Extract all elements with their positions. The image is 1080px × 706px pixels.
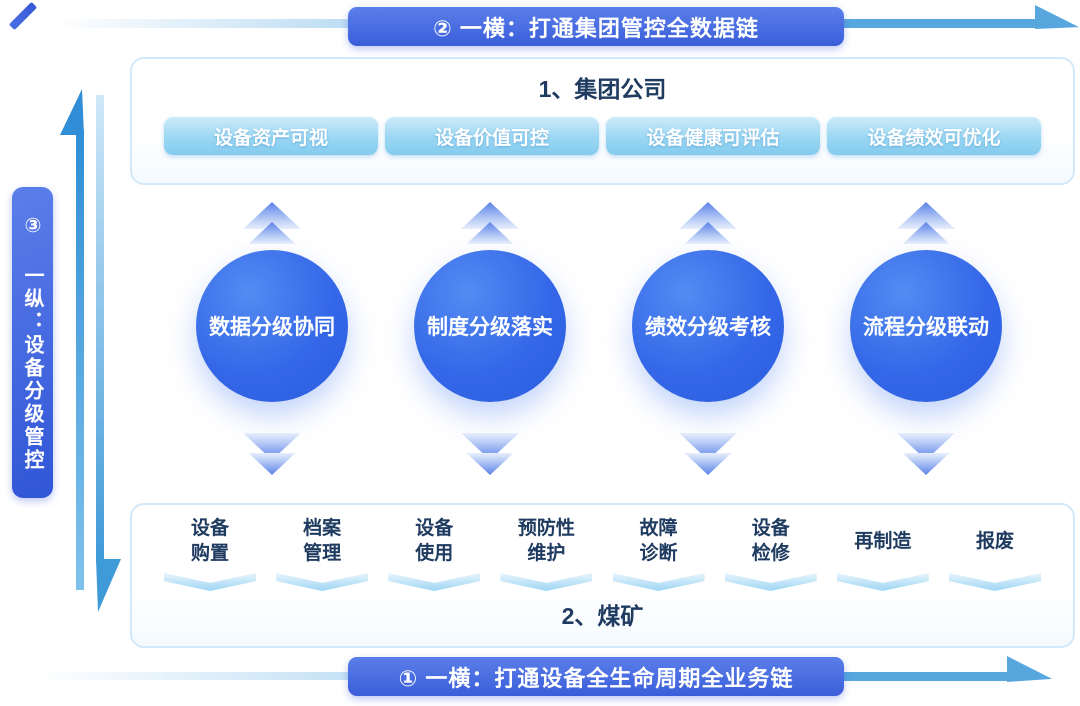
lifecycle-item-usage: 设备 使用: [382, 515, 486, 591]
pill-row: 设备资产可视 设备价值可控 设备健康可评估 设备绩效可优化: [132, 117, 1073, 155]
lifecycle-item-scrap: 报废: [943, 515, 1047, 591]
top-arrow-line-right: [838, 19, 1043, 28]
bottom-arrow-line-right: [838, 672, 1010, 681]
bottom-arrow-line-left: [35, 672, 355, 680]
pill-performance-optimizable: 设备绩效可优化: [827, 117, 1041, 155]
bottom-banner-label: ① 一横：打通设备全生命周期全业务链: [398, 665, 794, 691]
chevron-down-icon: [500, 573, 593, 591]
lifecycle-item-remanufacture: 再制造: [831, 515, 935, 591]
group-box-title: 1、集团公司: [538, 76, 667, 102]
vertical-double-arrow-icon: [60, 89, 121, 612]
pill-value-controllable: 设备价值可控: [385, 117, 599, 155]
item-label: 故障 诊断: [639, 518, 678, 564]
bottom-banner: ① 一横：打通设备全生命周期全业务链: [348, 657, 844, 696]
circle-column-process: 流程分级联动: [844, 202, 1008, 475]
item-label: 档案 管理: [303, 518, 342, 564]
chevron-down-icon: [466, 453, 514, 475]
corner-slash-decoration: [8, 1, 38, 31]
circle-column-system: 制度分级落实: [408, 202, 572, 475]
item-label: 设备 购置: [190, 518, 229, 564]
pill-health-assessable: 设备健康可评估: [606, 117, 820, 155]
item-label: 报废: [975, 530, 1014, 552]
left-banner-label: ③ 一纵：设备分级管控: [21, 213, 43, 472]
item-label: 再制造: [854, 530, 912, 552]
chevron-down-icon: [164, 573, 256, 591]
chevron-down-icon: [276, 573, 369, 591]
circle-column-performance: 绩效分级考核: [626, 202, 790, 475]
coal-mine-box: 设备 购置 档案 管理 设备 使用 预防性 维护 故障 诊断 设备 检修: [130, 503, 1075, 648]
lifecycle-item-row: 设备 购置 档案 管理 设备 使用 预防性 维护 故障 诊断 设备 检修: [132, 515, 1073, 591]
lifecycle-item-overhaul: 设备 检修: [719, 515, 823, 591]
group-company-box: 1、集团公司 设备资产可视 设备价值可控 设备健康可评估 设备绩效可优化: [130, 57, 1075, 185]
chevron-down-icon: [684, 453, 732, 475]
chevron-down-icon: [724, 573, 817, 591]
mine-box-title: 2、煤矿: [561, 603, 644, 629]
chevron-down-icon: [248, 453, 296, 475]
top-arrow-line-left: [55, 19, 355, 28]
top-banner: ② 一横：打通集团管控全数据链: [348, 7, 844, 46]
top-banner-label: ② 一横：打通集团管控全数据链: [433, 15, 759, 41]
chevron-down-icon: [948, 573, 1041, 591]
chevron-down-icon: [388, 573, 481, 591]
item-label: 设备 使用: [415, 518, 454, 564]
chevron-down-icon: [902, 453, 950, 475]
top-arrowhead-icon: [1035, 5, 1079, 29]
lifecycle-item-fault-diagnosis: 故障 诊断: [607, 515, 711, 591]
circle-performance-assessment: 绩效分级考核: [632, 250, 784, 402]
item-label: 设备 检修: [751, 518, 790, 564]
circle-data-coordination: 数据分级协同: [196, 250, 348, 402]
circle-process-linkage: 流程分级联动: [850, 250, 1002, 402]
circle-system-implementation: 制度分级落实: [414, 250, 566, 402]
left-vertical-banner: ③ 一纵：设备分级管控: [12, 187, 53, 498]
lifecycle-item-archive: 档案 管理: [270, 515, 374, 591]
circle-column-data: 数据分级协同: [190, 202, 354, 475]
bottom-arrowhead-icon: [1007, 656, 1052, 682]
chevron-down-icon: [836, 573, 929, 591]
chevron-down-icon: [612, 573, 705, 591]
lifecycle-item-preventive-maintenance: 预防性 维护: [494, 515, 598, 591]
lifecycle-item-purchase: 设备 购置: [158, 515, 262, 591]
item-label: 预防性 维护: [517, 518, 575, 564]
pill-asset-visible: 设备资产可视: [164, 117, 378, 155]
